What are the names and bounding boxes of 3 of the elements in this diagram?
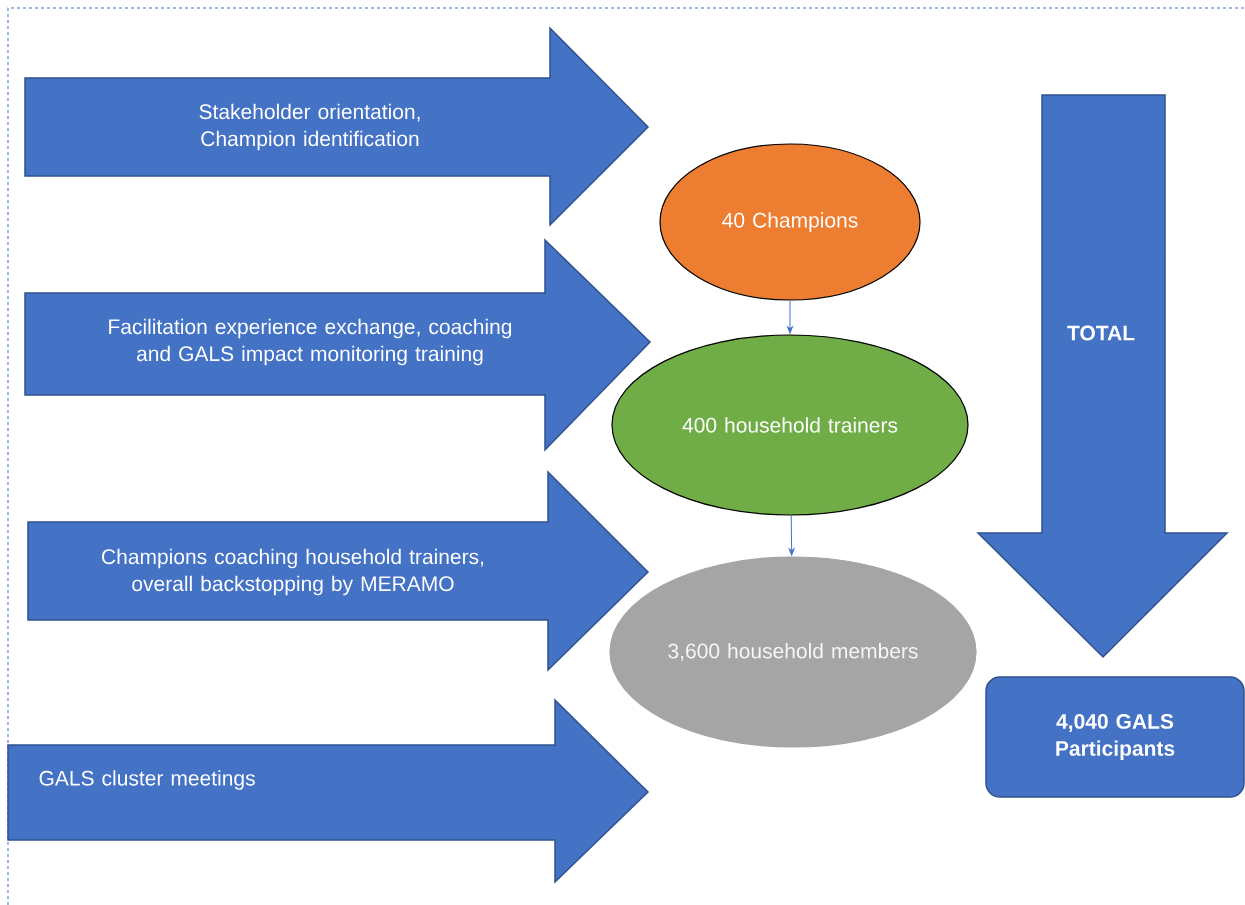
rounded-box: 4,040 GALS Participants (985, 676, 1245, 798)
arrow (788, 515, 795, 556)
arrow (787, 300, 793, 334)
